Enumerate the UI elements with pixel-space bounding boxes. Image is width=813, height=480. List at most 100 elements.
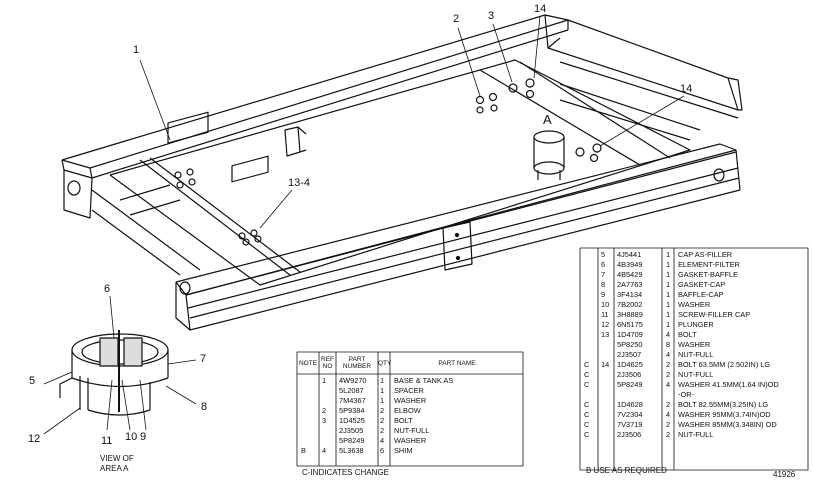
- cell-qty: 2: [380, 426, 385, 435]
- bolt-group-14-top: [508, 78, 535, 99]
- cell-note: C: [584, 410, 590, 419]
- cell-part: 1D4628: [617, 400, 643, 409]
- cell-name: CAP AS-FILLER: [678, 250, 733, 259]
- cell-name: SHIM: [394, 446, 413, 455]
- cell-part: 7V3719: [617, 420, 643, 429]
- figure-number: 41926: [773, 470, 796, 479]
- cell-part: 7V2304: [617, 410, 643, 419]
- cell-ref: 12: [601, 320, 610, 329]
- cell-ref: 4: [322, 446, 327, 455]
- cell-note: C: [584, 430, 590, 439]
- header-qty: QTY: [378, 360, 392, 367]
- callout-3: 3: [488, 10, 495, 22]
- leader-lines: [139, 15, 685, 229]
- cell-name: BASE & TANK AS: [394, 376, 454, 385]
- cell-part: 7M4367: [339, 396, 366, 405]
- left-table-grid: [296, 351, 524, 467]
- cell-name: GASKET-CAP: [678, 280, 726, 289]
- cell-qty: 4: [666, 330, 671, 339]
- detail-cap-drawing: [59, 330, 169, 416]
- callout-A: A: [543, 112, 552, 127]
- cell-qty: 2: [380, 406, 385, 415]
- cell-name: GASKET-BAFFLE: [678, 270, 738, 279]
- cell-ref: 13: [601, 330, 610, 339]
- cell-qty: 1: [666, 290, 671, 299]
- cell-ref: 5: [601, 250, 606, 259]
- callout-7: 7: [200, 353, 207, 365]
- cell-part: 2J3505: [339, 426, 364, 435]
- cell-part: 3F4134: [617, 290, 643, 299]
- callout-14-right: 14: [680, 83, 693, 95]
- cell-qty: 1: [380, 386, 385, 395]
- header-note: NOTE: [298, 360, 318, 367]
- cell-note: C: [584, 370, 590, 379]
- cell-name: NUT-FULL: [678, 350, 714, 359]
- cell-qty: 1: [666, 280, 671, 289]
- cell-note: C: [584, 360, 590, 369]
- cell-qty: 4: [380, 436, 385, 445]
- table-row: 11 3H8889 1 SCREW-FILLER CAP: [580, 310, 808, 320]
- cell-ref: 8: [601, 280, 606, 289]
- callout-13-4: 13-4: [288, 177, 311, 189]
- elbow-fittings: [475, 92, 498, 114]
- cell-name: SCREW-FILLER CAP: [678, 310, 751, 319]
- cell-name: NUT-FULL: [394, 426, 430, 435]
- cell-part: 7B2002: [617, 300, 643, 309]
- right-end-member: [544, 14, 743, 141]
- cell-qty: 2: [666, 360, 671, 369]
- cell-name: -OR-: [678, 390, 695, 399]
- header-part-name: PART NAME: [438, 360, 476, 367]
- cell-name: WASHER: [678, 340, 711, 349]
- cell-qty: 1: [666, 310, 671, 319]
- header-part-number: PART NUMBER: [342, 356, 372, 370]
- cell-name: WASHER: [678, 300, 711, 309]
- bolt-group-14-right: [575, 143, 602, 163]
- cell-name: NUT-FULL: [678, 430, 714, 439]
- cell-ref: 11: [601, 310, 609, 319]
- table-row: 2J3507 4 NUT-FULL: [580, 350, 808, 360]
- cell-qty: 8: [666, 340, 671, 349]
- cell-name: PLUNGER: [678, 320, 714, 329]
- callout-6: 6: [104, 283, 111, 295]
- cell-name: BAFFLE-CAP: [678, 290, 724, 299]
- cell-name: BOLT 82.55MM(3.25IN) LG: [678, 400, 769, 409]
- cell-qty: 4: [666, 380, 671, 389]
- cell-name: BOLT: [678, 330, 697, 339]
- cell-name: ELEMENT-FILTER: [678, 260, 740, 269]
- table-row: -OR-: [580, 390, 808, 400]
- cell-note: C: [584, 400, 590, 409]
- cell-qty: 6: [380, 446, 385, 455]
- cell-part: 5L3638: [339, 446, 364, 455]
- cell-qty: 4: [666, 410, 671, 419]
- view-caption-1: VIEW OF: [100, 454, 134, 463]
- cell-qty: 2: [666, 420, 671, 429]
- cell-name: WASHER 85MM(3.348IN) OD: [678, 420, 777, 429]
- detail-leader-lines: [43, 295, 197, 435]
- cell-part: 2J3506: [617, 370, 642, 379]
- cell-part: 3H8889: [617, 310, 643, 319]
- cell-part: 4B5429: [617, 270, 643, 279]
- cell-name: WASHER: [394, 436, 427, 445]
- cell-ref: 14: [601, 360, 610, 369]
- cell-part: 5P9384: [339, 406, 365, 415]
- callout-1: 1: [133, 44, 140, 56]
- cell-qty: 4: [666, 350, 671, 359]
- callout-8: 8: [201, 401, 208, 413]
- cell-part: 2J3507: [617, 350, 642, 359]
- cell-name: BOLT: [394, 416, 413, 425]
